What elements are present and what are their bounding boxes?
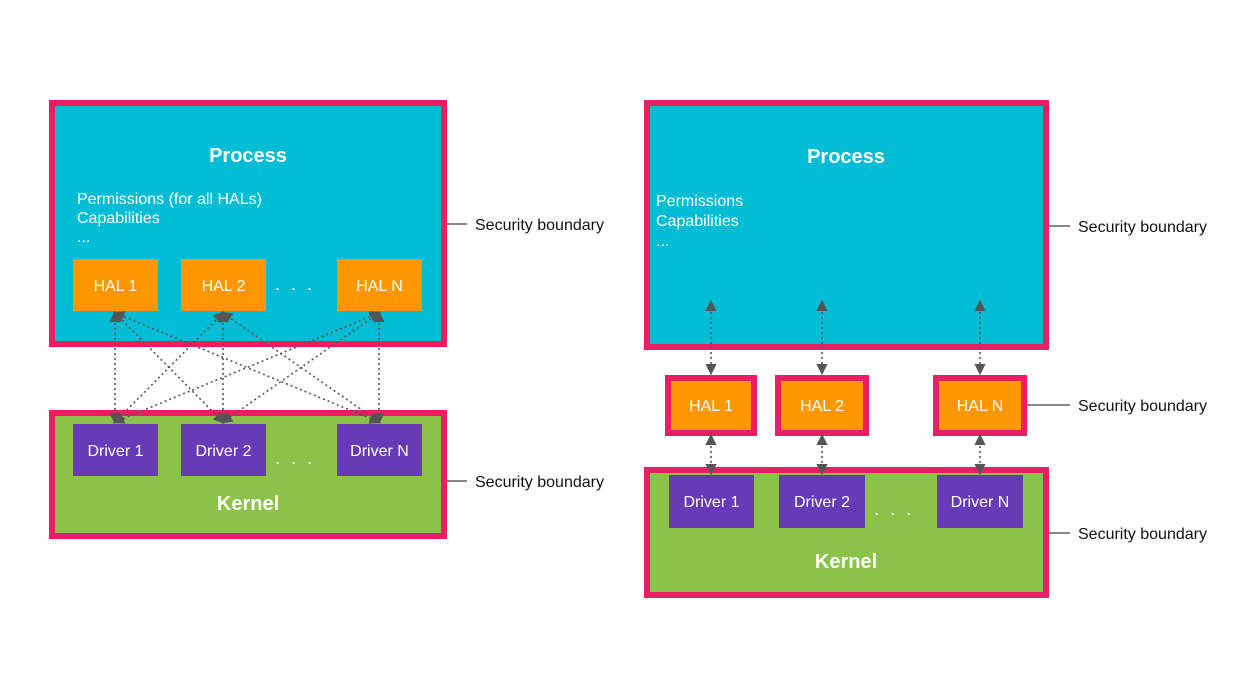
left-driver-n-box bbox=[337, 424, 422, 476]
left-kernel-title: Kernel bbox=[217, 493, 279, 515]
right-hal-1-box bbox=[665, 375, 757, 436]
right-hal-driver-arrows bbox=[705, 433, 986, 476]
right-driver-2-label: Driver 2 bbox=[794, 494, 850, 511]
right-hal-1-label: HAL 1 bbox=[689, 398, 733, 415]
right-capabilities-text: Capabilities bbox=[656, 213, 739, 230]
right-driver-dots: . . . bbox=[874, 499, 914, 519]
right-hal-2-box bbox=[775, 375, 869, 436]
right-hal-n-box bbox=[933, 375, 1027, 436]
right-diagram: Process Permissions Capabilities ... HAL… bbox=[644, 100, 1207, 598]
right-kernel-boundary-label: Security boundary bbox=[1078, 526, 1207, 543]
left-hal-2-label: HAL 2 bbox=[202, 278, 246, 295]
left-hal-dots: . . . bbox=[275, 274, 315, 294]
right-permissions-text: Permissions bbox=[656, 193, 743, 210]
right-driver-n-label: Driver N bbox=[951, 494, 1010, 511]
right-driver-n-box bbox=[937, 475, 1023, 528]
arrow-haln-driver2 bbox=[221, 311, 381, 424]
right-ellipsis-text: ... bbox=[656, 233, 669, 250]
right-driver-2-box bbox=[779, 475, 865, 528]
right-process-title: Process bbox=[807, 146, 885, 168]
left-process-title: Process bbox=[209, 145, 287, 167]
left-driver-dots: . . . bbox=[275, 448, 315, 468]
left-hal-2-box bbox=[181, 259, 266, 311]
left-driver-1-label: Driver 1 bbox=[87, 443, 143, 460]
left-diagram: Process Permissions (for all HALs) Capab… bbox=[49, 100, 604, 539]
left-hal-n-label: HAL N bbox=[356, 278, 403, 295]
right-kernel-title: Kernel bbox=[815, 551, 877, 573]
right-hal-2-label: HAL 2 bbox=[800, 398, 844, 415]
right-process-boundary-label: Security boundary bbox=[1078, 219, 1207, 236]
left-driver-2-label: Driver 2 bbox=[195, 443, 251, 460]
left-capabilities-text: Capabilities bbox=[77, 210, 160, 227]
left-hal-driver-arrows bbox=[109, 310, 385, 425]
left-kernel-boundary-label: Security boundary bbox=[475, 474, 604, 491]
right-hal-n-label: HAL N bbox=[957, 398, 1004, 415]
left-hal-1-box bbox=[73, 259, 158, 311]
left-permissions-text: Permissions (for all HALs) bbox=[77, 191, 262, 208]
right-process-hal-arrows bbox=[705, 299, 986, 376]
right-driver-1-box bbox=[669, 475, 754, 528]
left-hal-n-box bbox=[337, 259, 422, 311]
left-driver-n-label: Driver N bbox=[350, 443, 409, 460]
right-hal-boundary-label: Security boundary bbox=[1078, 398, 1207, 415]
left-driver-2-box bbox=[181, 424, 266, 476]
left-hal-1-label: HAL 1 bbox=[94, 278, 138, 295]
left-process-boundary-label: Security boundary bbox=[475, 217, 604, 234]
right-driver-1-label: Driver 1 bbox=[683, 494, 739, 511]
left-ellipsis-text: ... bbox=[77, 229, 90, 246]
left-driver-1-box bbox=[73, 424, 158, 476]
